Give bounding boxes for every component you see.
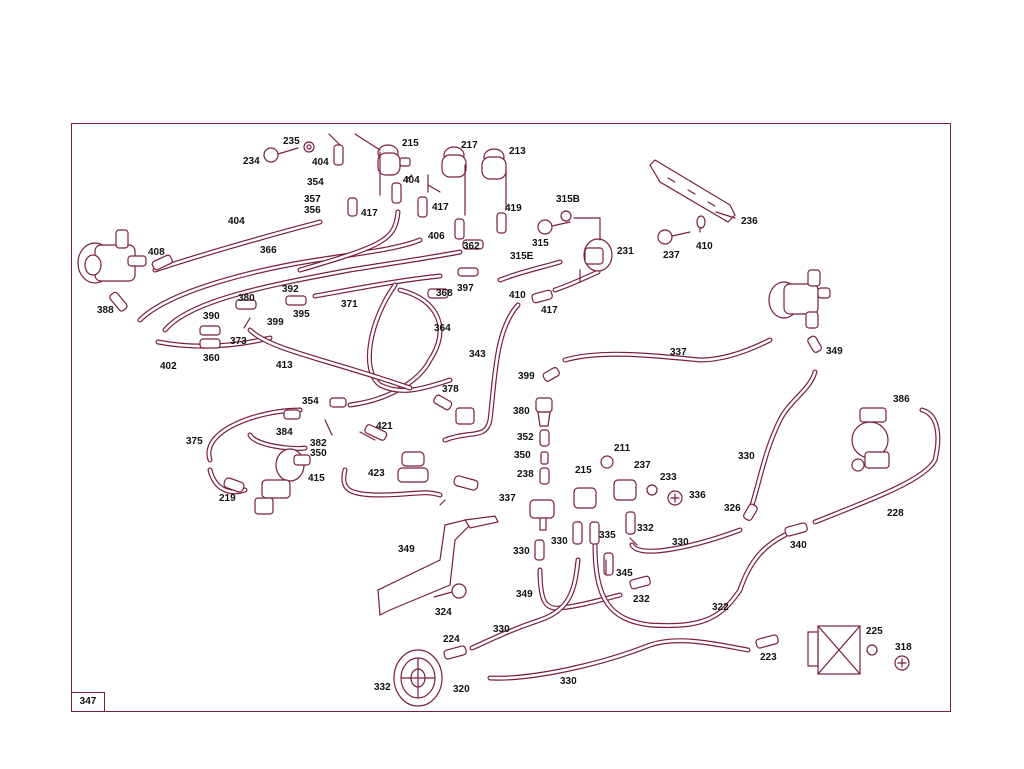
callout-228: 349 [398, 544, 415, 555]
callout-378: 354 [302, 396, 319, 407]
callout-395: 371 [341, 299, 358, 310]
callout-315: 231 [617, 246, 634, 257]
callout-408: 366 [260, 245, 277, 256]
callout-330: 340 [790, 540, 807, 551]
callout-360: 402 [160, 361, 177, 372]
callout-390: 399 [267, 317, 284, 328]
callout-315E: 315B [556, 194, 580, 205]
callout-366: 362 [463, 241, 480, 252]
callout-349: 399 [518, 371, 535, 382]
callout-238: 211 [614, 443, 631, 454]
callout-368: 397 [457, 283, 474, 294]
callout-406: 404 [228, 216, 245, 227]
diagram-frame [71, 123, 951, 712]
callout-343: 337 [670, 347, 687, 358]
callout-237: 233 [660, 472, 677, 483]
callout-404: 404 [403, 175, 420, 186]
callout-402: 413 [276, 360, 293, 371]
callout-340: 345 [616, 568, 633, 579]
callout-335: 330 [672, 537, 689, 548]
callout-234: 234 [243, 156, 260, 167]
callout-417: 417 [432, 202, 449, 213]
callout-330: 224 [443, 634, 460, 645]
callout-labels: 235 215 217 213 234 404 354 404 357 356 … [97, 136, 912, 695]
callout-352: 350 [514, 450, 531, 461]
callout-330: 223 [760, 652, 777, 663]
callout-332: 320 [453, 684, 470, 695]
callout-235: 235 [283, 136, 300, 147]
callout-330: 386 [893, 394, 910, 405]
callout-237: 410 [696, 241, 713, 252]
callout-399: 378 [442, 384, 459, 395]
callout-354: 354 [307, 177, 324, 188]
callout-354: 380 [513, 406, 530, 417]
callout-380: 384 [276, 427, 293, 438]
callout-380: 392 [282, 284, 299, 295]
callout-219: 337 [499, 493, 516, 504]
callout-421: 375 [186, 436, 203, 447]
callout-326: 228 [887, 508, 904, 519]
components [77, 141, 910, 707]
callout-410: 388 [97, 305, 114, 316]
callout-392: 395 [293, 309, 310, 320]
callout-330: 330 [551, 536, 568, 547]
callout-324: 322 [712, 602, 729, 613]
callout-336: 330 [738, 451, 755, 462]
callout-231: 236 [741, 216, 758, 227]
callout-417: 419 [505, 203, 522, 214]
vacuum-lines [137, 209, 941, 681]
callout-349: 232 [633, 594, 650, 605]
callout-213: 213 [509, 146, 526, 157]
callout-349: 330 [513, 546, 530, 557]
callout-386: 415 [308, 473, 325, 484]
callout-399: 373 [230, 336, 247, 347]
callout-415: 423 [368, 468, 385, 479]
callout-224: 225 [866, 626, 883, 637]
callout-315B: 315 [532, 238, 549, 249]
callout-318: 332 [374, 682, 391, 693]
callout-350: 238 [517, 469, 534, 480]
callout-413: 343 [469, 349, 486, 360]
callout-225: 318 [895, 642, 912, 653]
callout-373: 364 [434, 323, 451, 334]
callout-384: 421 [376, 421, 393, 432]
callout-337: 332 [637, 523, 654, 534]
callout-417: 390 [203, 311, 220, 322]
callout-423: 219 [219, 493, 236, 504]
callout-375: 382 [310, 438, 327, 449]
callout-215: 215 [402, 138, 419, 149]
callout-337: 349 [826, 346, 843, 357]
callout-236: 237 [663, 250, 680, 261]
hose-sections [109, 144, 822, 660]
callout-364: 360 [203, 353, 220, 364]
callout-410: 417 [541, 305, 558, 316]
callout-419: 406 [428, 231, 445, 242]
callout-404: 357 [304, 194, 321, 205]
callout-322: 330 [493, 624, 510, 635]
callout-233: 336 [689, 490, 706, 501]
callout-330: 335 [599, 530, 616, 541]
leader-lines [243, 133, 736, 576]
callout-332: 326 [724, 503, 741, 514]
callout-217: 217 [461, 140, 478, 151]
callout-350: 352 [517, 432, 534, 443]
callout-371: 368 [436, 288, 453, 299]
callout-356: 417 [361, 208, 378, 219]
callout-357: 356 [304, 205, 321, 216]
callout-404: 404 [312, 157, 329, 168]
callout-397: 410 [509, 290, 526, 301]
callout-382: 350 [310, 448, 327, 459]
page-number: 347 [71, 692, 105, 712]
callout-388: 380 [238, 293, 255, 304]
callout-320: 330 [560, 676, 577, 687]
callout-215: 237 [634, 460, 651, 471]
callout-404: 408 [148, 247, 165, 258]
callout-232: 324 [435, 607, 452, 618]
callout-345: 349 [516, 589, 533, 600]
callout-211: 215 [575, 465, 592, 476]
callout-362: 315E [510, 251, 534, 262]
